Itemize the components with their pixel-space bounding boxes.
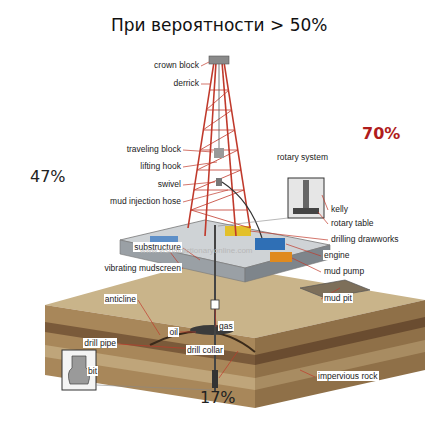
ground-front [45, 305, 255, 408]
part-label: crown block [153, 60, 200, 70]
part-label: anticline [104, 294, 137, 304]
part-label: gas [218, 321, 234, 331]
part-label: swivel [157, 179, 182, 189]
swivel-shape [216, 178, 222, 186]
group-label: rotary system [276, 152, 329, 162]
part-label: lifting hook [139, 161, 182, 171]
part-label: drilling drawworks [330, 234, 400, 244]
derrick-lattice [191, 90, 250, 228]
part-label: derrick [172, 78, 200, 88]
cable [219, 64, 220, 150]
percent-value: 47% [30, 167, 66, 187]
part-label: mud injection hose [109, 196, 182, 206]
inset-pointer [218, 218, 288, 226]
part-label: bit [87, 366, 98, 376]
traveling-block-shape [214, 148, 224, 158]
kelly-inset [288, 178, 324, 218]
leader-lines [88, 62, 340, 378]
marker-box [211, 300, 219, 309]
watermark: www.visualdictionaryonline.com [140, 246, 253, 256]
part-label: oil [168, 327, 179, 337]
part-label: engine [323, 250, 351, 260]
stratum [45, 345, 255, 390]
stratum [255, 317, 425, 365]
kelly-shape [303, 180, 309, 210]
part-label: mud pit [323, 293, 353, 303]
ground-side [255, 300, 425, 408]
stratum [255, 340, 425, 390]
inset-pointer [96, 385, 212, 390]
diagram-title: При вероятности > 50% [111, 14, 327, 36]
percent-value: 17% [200, 388, 236, 408]
part-label: mud pump [323, 266, 365, 276]
percent-value: 70% [362, 124, 400, 144]
part-label: traveling block [126, 144, 182, 154]
engine-shape [255, 238, 285, 250]
part-label: drill pipe [83, 338, 117, 348]
part-label: vibrating mudscreen [103, 263, 182, 273]
part-label: kelly [330, 204, 349, 214]
part-label: rotary table [330, 218, 375, 228]
pump-shape [270, 252, 292, 262]
crown-block-shape [209, 56, 229, 64]
part-label: drill collar [186, 345, 224, 355]
platform-side [245, 245, 330, 282]
drill-collar-shape [212, 370, 218, 388]
derrick-frame [188, 62, 250, 236]
part-label: impervious rock [317, 371, 379, 381]
rotary-table-shape [293, 208, 319, 214]
mud-hose [222, 182, 262, 238]
